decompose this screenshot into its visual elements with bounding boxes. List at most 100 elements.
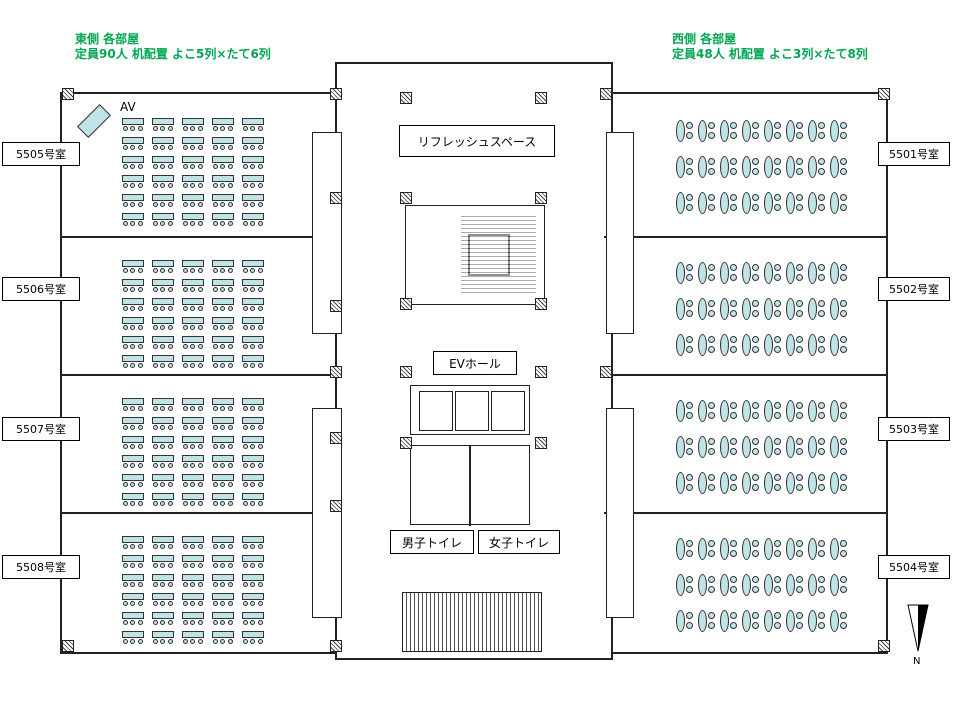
chairs <box>242 620 264 626</box>
structural-column <box>330 432 342 444</box>
chairs <box>242 582 264 588</box>
desk-pair <box>720 120 740 142</box>
structural-column <box>330 500 342 512</box>
desk <box>122 156 144 163</box>
desk <box>242 298 264 305</box>
desk-pair <box>808 192 828 214</box>
desk <box>182 436 204 443</box>
chairs <box>152 183 174 189</box>
chairs <box>122 482 144 488</box>
desk-pair <box>830 192 850 214</box>
desk <box>212 474 234 481</box>
chairs <box>242 164 264 170</box>
chairs <box>212 544 234 550</box>
desk <box>182 536 204 543</box>
desk-pair <box>742 120 762 142</box>
desk <box>122 336 144 343</box>
desk-pair <box>698 192 718 214</box>
desk <box>122 474 144 481</box>
chairs <box>212 444 234 450</box>
desk-pair <box>720 156 740 178</box>
desk <box>122 317 144 324</box>
desk <box>152 474 174 481</box>
desk-pair <box>720 298 740 320</box>
desk <box>212 156 234 163</box>
desk <box>182 298 204 305</box>
structural-column <box>330 640 342 652</box>
chairs <box>212 287 234 293</box>
structural-column <box>400 366 412 378</box>
desk <box>182 156 204 163</box>
chairs <box>152 601 174 607</box>
desk <box>152 631 174 638</box>
chairs <box>182 183 204 189</box>
desk <box>212 398 234 405</box>
desk <box>152 156 174 163</box>
chairs <box>242 183 264 189</box>
desk <box>152 260 174 267</box>
structural-column <box>535 92 547 104</box>
desk <box>182 279 204 286</box>
desk <box>182 137 204 144</box>
desk <box>212 493 234 500</box>
desk-pair <box>742 610 762 632</box>
desk <box>212 436 234 443</box>
north-arrow-icon <box>907 604 929 652</box>
chairs <box>122 501 144 507</box>
chairs <box>242 501 264 507</box>
chairs <box>212 344 234 350</box>
chairs <box>122 268 144 274</box>
chairs <box>242 145 264 151</box>
womens-restroom-label: 女子トイレ <box>478 530 560 554</box>
divider <box>604 236 886 238</box>
desk-pair <box>830 400 850 422</box>
chairs <box>152 145 174 151</box>
desk <box>122 175 144 182</box>
desk <box>152 536 174 543</box>
desk-pair <box>808 298 828 320</box>
ev-hall-label: EVホール <box>433 351 517 375</box>
desk-pair <box>786 156 806 178</box>
desk-pair <box>808 400 828 422</box>
desk-pair <box>808 610 828 632</box>
divider <box>62 512 342 514</box>
structural-column <box>600 88 612 100</box>
desk <box>152 213 174 220</box>
chairs <box>122 463 144 469</box>
structural-column <box>62 88 74 100</box>
desk-pair <box>764 436 784 458</box>
desk <box>152 398 174 405</box>
desk <box>182 175 204 182</box>
chairs <box>182 444 204 450</box>
desk <box>122 194 144 201</box>
desk-pair <box>742 156 762 178</box>
chairs <box>212 221 234 227</box>
desk-pair <box>786 574 806 596</box>
chairs <box>212 482 234 488</box>
desk <box>152 118 174 125</box>
room-label-5505: 5505号室 <box>2 142 80 166</box>
desk <box>242 493 264 500</box>
desk <box>182 355 204 362</box>
desk-pair <box>786 192 806 214</box>
desk-pair <box>786 298 806 320</box>
chairs <box>242 406 264 412</box>
room-label-5503: 5503号室 <box>878 417 950 441</box>
chairs <box>122 164 144 170</box>
chairs <box>122 145 144 151</box>
chairs <box>212 639 234 645</box>
desk-pair <box>742 472 762 494</box>
room-label-5501: 5501号室 <box>878 142 950 166</box>
desk <box>122 118 144 125</box>
structural-column <box>878 88 890 100</box>
desk-pair <box>676 334 696 356</box>
storage-strip <box>606 132 634 334</box>
chairs <box>182 544 204 550</box>
chairs <box>182 202 204 208</box>
chairs <box>182 126 204 132</box>
desk-pair <box>676 436 696 458</box>
chairs <box>152 202 174 208</box>
desk <box>122 213 144 220</box>
desk <box>152 493 174 500</box>
desk <box>182 260 204 267</box>
